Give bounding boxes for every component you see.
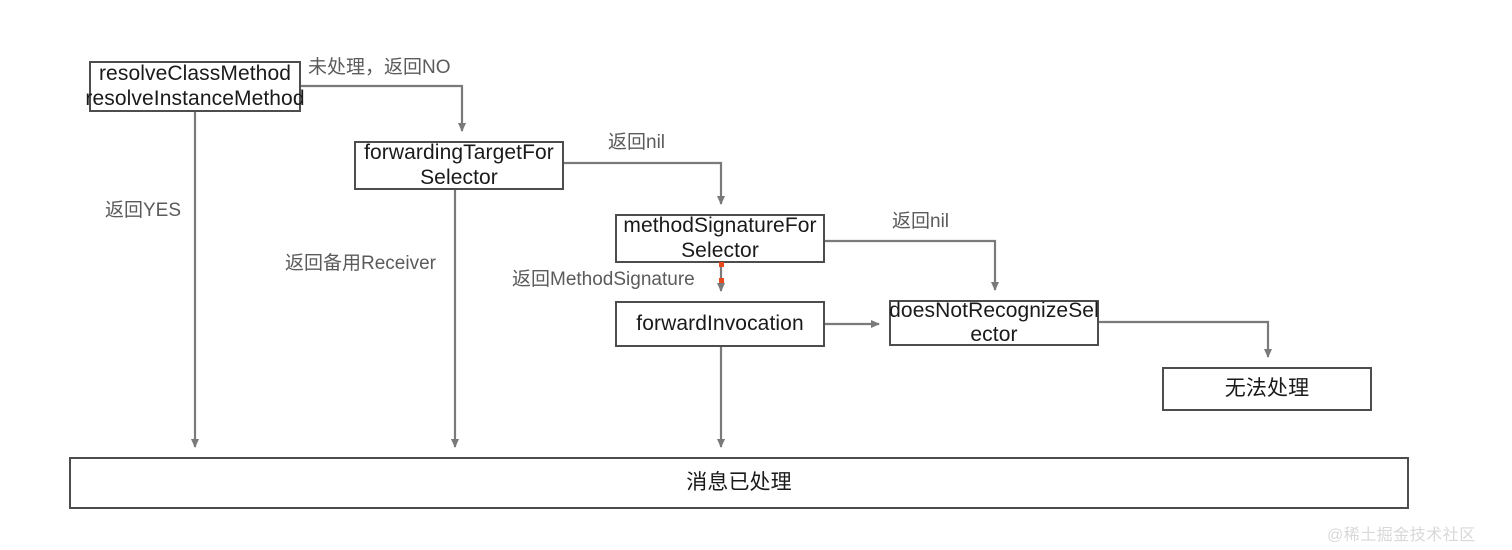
node-method-signature-for-selector[interactable]: methodSignatureFor Selector bbox=[615, 214, 825, 263]
edge-label-unhandled-return-no: 未处理，返回NO bbox=[308, 57, 451, 78]
edge-label-return-nil-forwarding-target: 返回nil bbox=[608, 132, 666, 153]
edge-forwarding-target-to-method-signature bbox=[564, 161, 725, 205]
edge-selection-handle-start[interactable] bbox=[719, 262, 724, 267]
node-cannot-handle[interactable]: 无法处理 bbox=[1162, 367, 1372, 411]
edge-method-signature-to-does-not-recognize bbox=[825, 239, 999, 291]
edge-resolve-to-forwarding-target bbox=[301, 84, 466, 132]
edge-selection-handle-end[interactable] bbox=[719, 278, 724, 283]
node-resolve-method[interactable]: resolveClassMethod resolveInstanceMethod bbox=[85, 61, 305, 112]
edge-label-return-backup-receiver: 返回备用Receiver bbox=[285, 253, 436, 274]
edge-does-not-recognize-to-cannot-handle bbox=[1099, 320, 1272, 358]
node-message-handled[interactable]: 消息已处理 bbox=[69, 457, 1409, 509]
edge-label-return-nil-method-signature: 返回nil bbox=[892, 211, 950, 232]
node-forward-invocation[interactable]: forwardInvocation bbox=[615, 301, 825, 347]
node-does-not-recognize-selector[interactable]: doesNotRecognizeSel ector bbox=[889, 298, 1099, 346]
node-forwarding-target-for-selector[interactable]: forwardingTargetFor Selector bbox=[354, 141, 564, 190]
edge-label-return-method-signature: 返回MethodSignature bbox=[512, 269, 695, 290]
edge-label-return-yes: 返回YES bbox=[105, 200, 182, 221]
watermark: @稀土掘金技术社区 bbox=[1327, 527, 1476, 544]
